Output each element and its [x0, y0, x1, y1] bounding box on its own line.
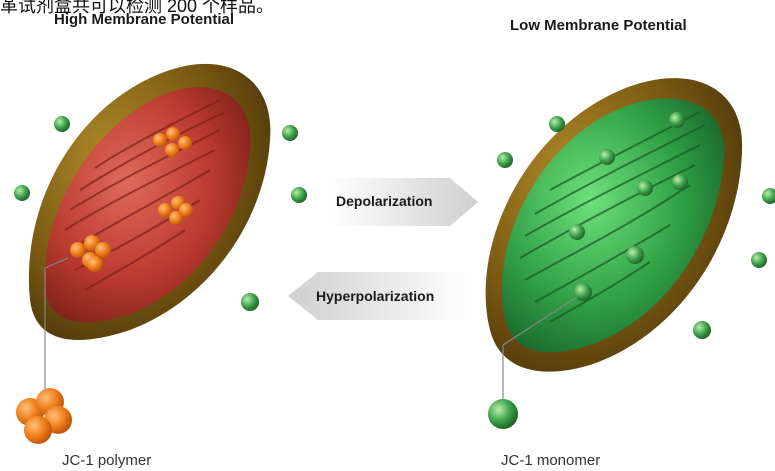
inner-membrane: [502, 98, 724, 352]
jc1-monomer-dot: [291, 187, 307, 203]
jc1-monomer-dot: [14, 185, 30, 201]
jc1-monomer-dot: [669, 112, 685, 128]
panel-title-low: Low Membrane Potential: [510, 17, 687, 34]
jc1-monomer-dot: [54, 116, 70, 132]
jc1-monomer-dot: [637, 180, 653, 196]
mitochondrion-high-potential: [29, 64, 270, 340]
panel-title-high: High Membrane Potential: [54, 11, 234, 28]
depolarization-label: Depolarization: [336, 193, 432, 209]
jc1-monomer-dot: [549, 116, 565, 132]
jc1-monomer-dot: [751, 252, 767, 268]
jc1-monomer-dot: [626, 246, 644, 264]
jc1-monomer-dot: [599, 149, 615, 165]
jc1-monomer-dot: [762, 188, 775, 204]
jc1-monomer-enlarged: [488, 399, 518, 429]
jc1-monomer-dot: [672, 174, 688, 190]
jc1-monomer-dot: [497, 152, 513, 168]
jc1-monomer-dot: [569, 224, 585, 240]
polymer-caption: JC-1 polymer: [62, 452, 151, 469]
hyperpolarization-label: Hyperpolarization: [316, 288, 434, 304]
monomer-caption: JC-1 monomer: [501, 452, 600, 469]
jc1-monomer-dot: [693, 321, 711, 339]
jc1-monomer-dot: [241, 293, 259, 311]
jc1-monomer-dot: [282, 125, 298, 141]
jc1-polymer-enlarged: [16, 388, 72, 444]
jc1-monomer-dot: [574, 283, 592, 301]
